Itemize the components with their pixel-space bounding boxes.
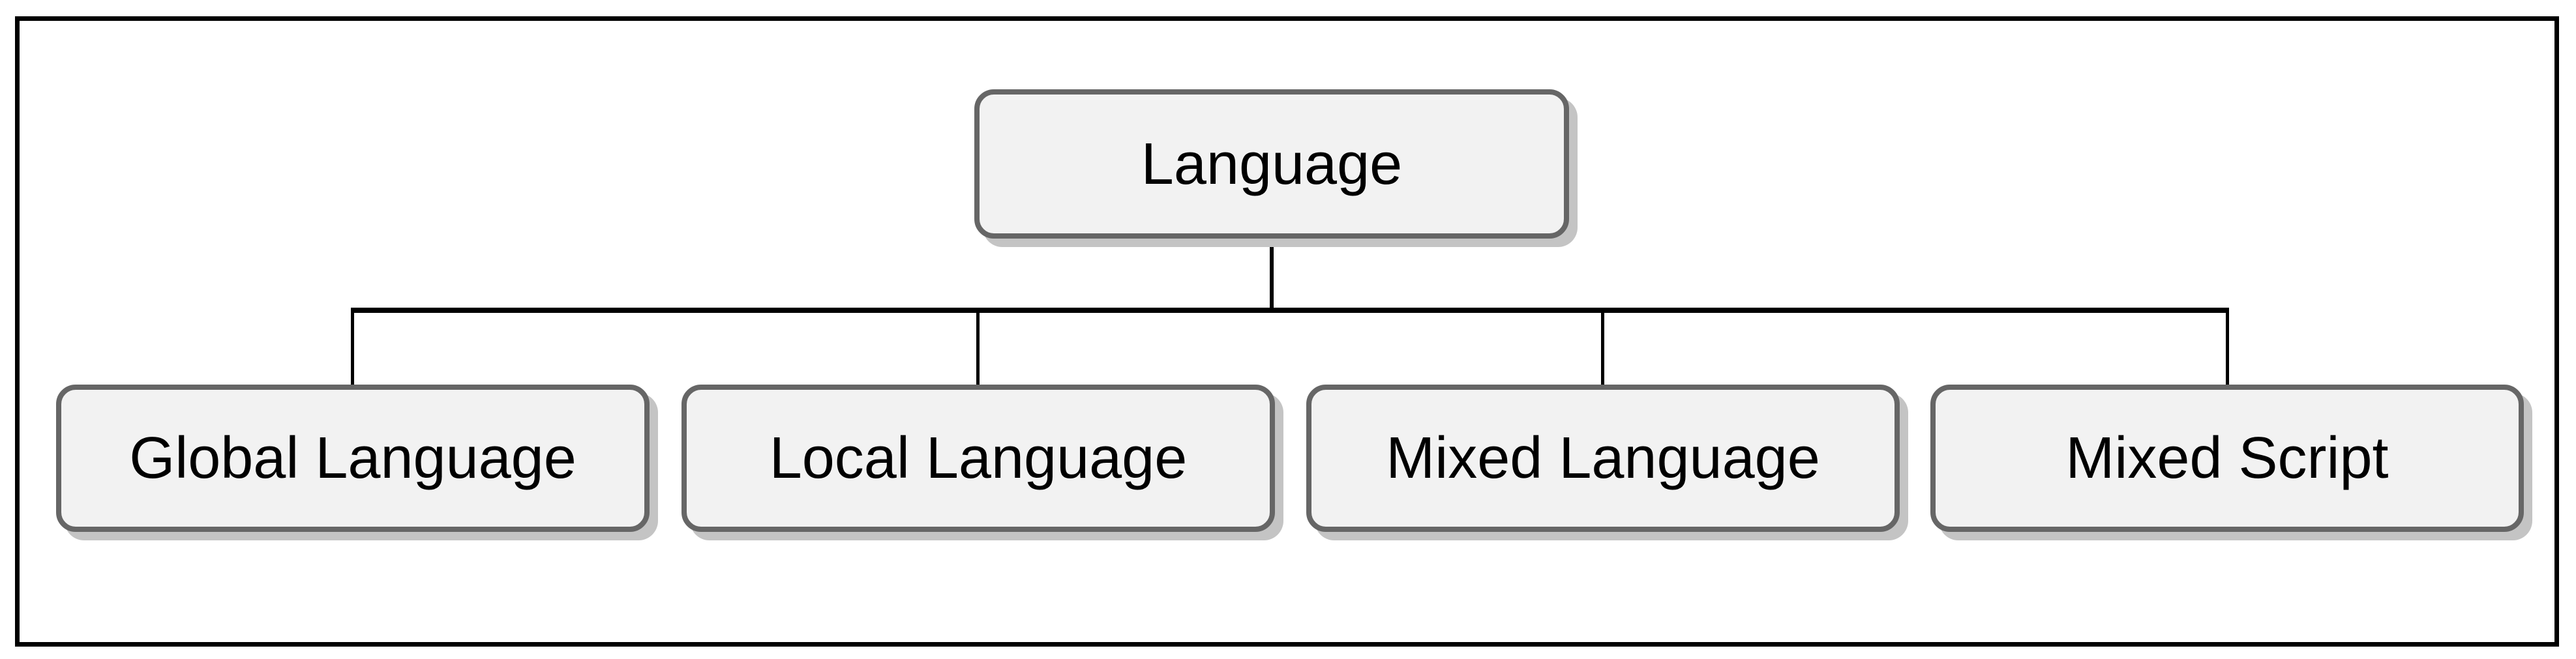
- node-language: Language: [974, 89, 1569, 239]
- connector-stub-mixed-language: [1601, 309, 1604, 386]
- node-language-label: Language: [1141, 131, 1403, 197]
- node-mixed-script: Mixed Script: [1930, 385, 2524, 532]
- connector-stub-local-language: [976, 309, 980, 386]
- node-local-language: Local Language: [681, 385, 1275, 532]
- connector-horizontal: [351, 308, 2229, 313]
- node-local-language-label: Local Language: [769, 426, 1188, 491]
- node-mixed-script-label: Mixed Script: [2065, 426, 2389, 491]
- node-global-language-label: Global Language: [129, 426, 577, 491]
- node-mixed-language-label: Mixed Language: [1386, 426, 1820, 491]
- connector-root-stem: [1270, 239, 1274, 310]
- connector-stub-global-language: [351, 309, 354, 386]
- connector-stub-mixed-script: [2226, 309, 2229, 386]
- node-mixed-language: Mixed Language: [1306, 385, 1900, 532]
- diagram-frame: [15, 16, 2559, 647]
- node-global-language: Global Language: [56, 385, 650, 532]
